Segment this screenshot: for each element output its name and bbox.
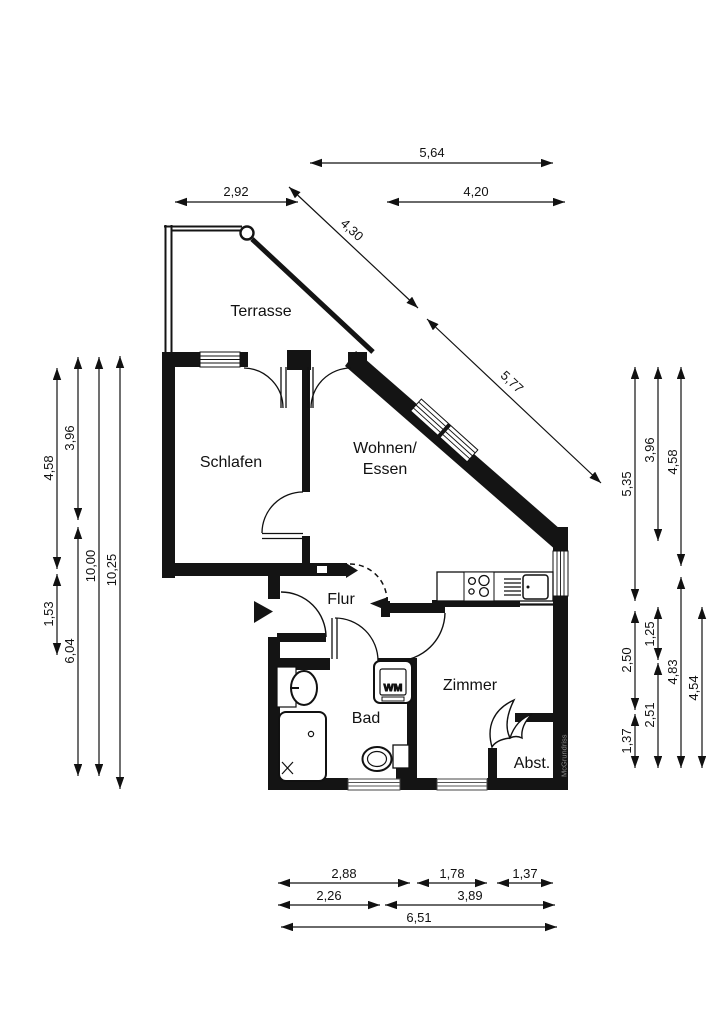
kitchen-counter	[436, 571, 554, 602]
door-abst-folding	[489, 698, 533, 749]
terrace-railing	[164, 225, 375, 354]
dim-right-6: 2,51	[642, 702, 657, 727]
window-bad	[347, 778, 401, 791]
kitchen-sink	[522, 574, 549, 600]
dim-diag-1: 4,30	[338, 216, 367, 244]
dim-left-3: 3,96	[62, 425, 77, 450]
watermark-text: McGrundriss	[560, 734, 569, 777]
kitchen-faucet	[526, 585, 530, 589]
washing-machine-label: WM	[384, 682, 403, 694]
dim-left-5: 10,00	[83, 550, 98, 583]
dim-right-3: 1,37	[619, 728, 634, 753]
dim-diag-2: 5,77	[498, 368, 527, 396]
door-schlafen-terrasse	[243, 367, 287, 409]
dim-right-2: 2,50	[619, 647, 634, 672]
dim-bottom-5: 3,89	[457, 888, 482, 903]
washing-machine: WM	[373, 660, 413, 704]
dim-right-5: 1,25	[642, 621, 657, 646]
dim-bottom-4: 2,26	[316, 888, 341, 903]
window-schlafen	[199, 351, 241, 368]
dim-left-1: 4,58	[41, 455, 56, 480]
door-schlafen	[261, 491, 304, 540]
door-wohnen-terrasse	[307, 367, 352, 409]
wall-notch	[317, 566, 327, 573]
doors	[243, 367, 533, 749]
window-kitchen	[552, 550, 569, 597]
dim-right-1: 5,35	[619, 471, 634, 496]
room-label-zimmer: Zimmer	[443, 677, 498, 694]
entrance-arrow-icon	[254, 601, 273, 623]
dimension-lines	[52, 158, 707, 932]
window-zimmer	[436, 778, 488, 791]
room-label-bad: Bad	[352, 710, 380, 727]
dim-left-4: 6,04	[62, 638, 77, 663]
dim-bottom-2: 1,78	[439, 866, 464, 881]
dim-bottom-6: 6,51	[406, 910, 431, 925]
stove-burners	[467, 574, 490, 598]
dimension-labels: 5,64 2,92 4,20 4,30 5,77 4,58 1,53 3,96 …	[41, 145, 701, 925]
room-label-flur: Flur	[327, 591, 355, 608]
door-entrance-arc	[280, 591, 327, 638]
dim-bottom-3: 1,37	[512, 866, 537, 881]
dim-top-1: 5,64	[419, 145, 444, 160]
room-label-schlafen: Schlafen	[200, 454, 262, 471]
dim-top-2: 2,92	[223, 184, 248, 199]
door-zimmer-arc	[395, 612, 446, 662]
room-label-essen: Essen	[363, 461, 407, 478]
door-bad	[331, 617, 379, 662]
wash-basin	[276, 666, 318, 708]
dishwasher	[504, 578, 521, 596]
terrace-corner-post	[239, 225, 255, 241]
dim-right-9: 4,54	[686, 675, 701, 700]
room-labels: Terrasse Schlafen Wohnen/ Essen Flur Bad…	[200, 303, 569, 777]
entrance-door-leaf	[277, 633, 326, 642]
bathroom-fixtures: WM	[276, 660, 413, 782]
dim-right-8: 4,83	[665, 659, 680, 684]
room-label-abst: Abst.	[514, 755, 550, 772]
dim-bottom-1: 2,88	[331, 866, 356, 881]
room-label-terrasse: Terrasse	[230, 303, 291, 320]
toilet	[361, 744, 410, 772]
dim-right-7: 4,58	[665, 449, 680, 474]
dim-right-4: 3,96	[642, 437, 657, 462]
stove	[463, 571, 495, 602]
shower	[278, 711, 327, 782]
room-label-wohnen: Wohnen/	[353, 440, 417, 457]
dim-top-3: 4,20	[463, 184, 488, 199]
dim-left-6: 10,25	[104, 554, 119, 587]
passage-flur	[346, 563, 388, 611]
dim-left-2: 1,53	[41, 601, 56, 626]
